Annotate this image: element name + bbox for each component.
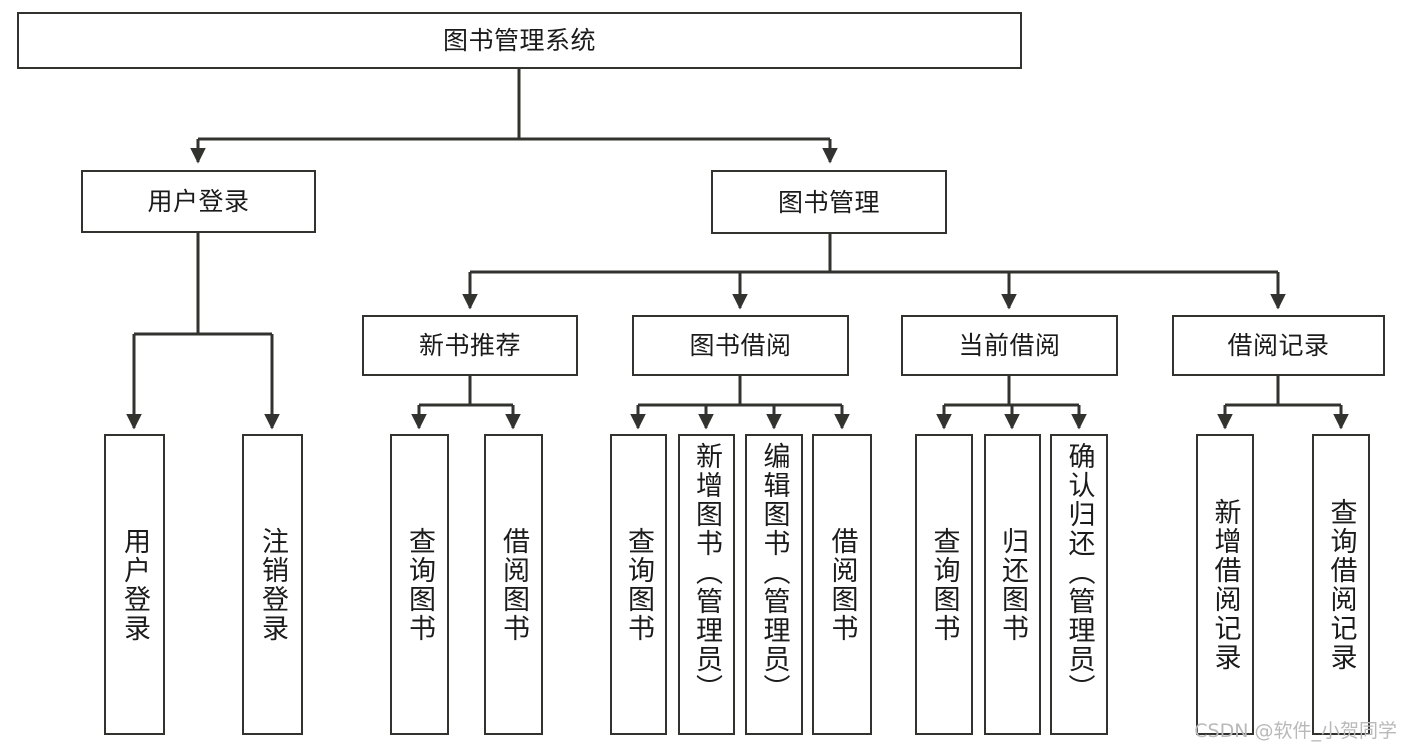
leaf-new-book-query-book[interactable]: 查询图书: [390, 434, 449, 735]
node-label: 注销登录: [257, 526, 288, 643]
node-label: 确认归还（管理员）: [1063, 442, 1095, 703]
node-root-book-management-system[interactable]: 图书管理系统: [17, 12, 1022, 69]
leaf-book-borrow-query-book[interactable]: 查询图书: [610, 434, 667, 735]
node-label: 图书管理: [777, 187, 880, 217]
node-label: 图书管理系统: [442, 26, 596, 55]
node-book-borrow[interactable]: 图书借阅: [632, 315, 849, 376]
leaf-user-login-logout[interactable]: 注销登录: [242, 434, 303, 735]
leaf-new-book-borrow-book[interactable]: 借阅图书: [484, 434, 543, 735]
leaf-book-borrow-edit-book-admin[interactable]: 编辑图书（管理员）: [745, 434, 803, 735]
node-label: 查询图书: [623, 526, 654, 643]
node-label: 查询图书: [928, 526, 960, 643]
node-label: 新书推荐: [418, 331, 521, 360]
node-label: 用户登录: [147, 187, 250, 216]
node-user-login[interactable]: 用户登录: [81, 170, 316, 233]
node-label: 编辑图书（管理员）: [758, 442, 790, 703]
leaf-book-borrow-add-book-admin[interactable]: 新增图书（管理员）: [678, 434, 735, 735]
node-new-book-recommend[interactable]: 新书推荐: [362, 315, 578, 376]
node-label: 借阅图书: [826, 526, 858, 643]
node-label: 新增借阅记录: [1209, 497, 1241, 672]
node-label: 用户登录: [119, 526, 150, 643]
node-label: 当前借阅: [958, 331, 1061, 360]
leaf-borrow-record-query-record[interactable]: 查询借阅记录: [1312, 434, 1370, 735]
csdn-watermark: CSDN @软件_小贺同学: [1194, 720, 1397, 742]
node-label: 归还图书: [997, 526, 1028, 643]
node-label: 借阅记录: [1227, 331, 1330, 360]
leaf-book-borrow-borrow-book[interactable]: 借阅图书: [812, 434, 872, 735]
node-label: 查询图书: [404, 526, 435, 643]
leaf-borrow-record-add-record[interactable]: 新增借阅记录: [1196, 434, 1254, 735]
node-label: 图书借阅: [689, 331, 792, 360]
leaf-current-borrow-return-book[interactable]: 归还图书: [984, 434, 1041, 735]
node-label: 新增图书（管理员）: [691, 442, 722, 703]
node-current-borrow[interactable]: 当前借阅: [901, 315, 1118, 376]
node-label: 借阅图书: [498, 526, 529, 643]
node-book-management[interactable]: 图书管理: [711, 170, 947, 234]
node-label: 查询借阅记录: [1325, 497, 1357, 672]
leaf-user-login-login[interactable]: 用户登录: [104, 434, 165, 735]
leaf-current-borrow-query-book[interactable]: 查询图书: [915, 434, 973, 735]
node-borrow-record[interactable]: 借阅记录: [1172, 315, 1385, 376]
leaf-current-borrow-confirm-return-admin[interactable]: 确认归还（管理员）: [1050, 434, 1108, 735]
